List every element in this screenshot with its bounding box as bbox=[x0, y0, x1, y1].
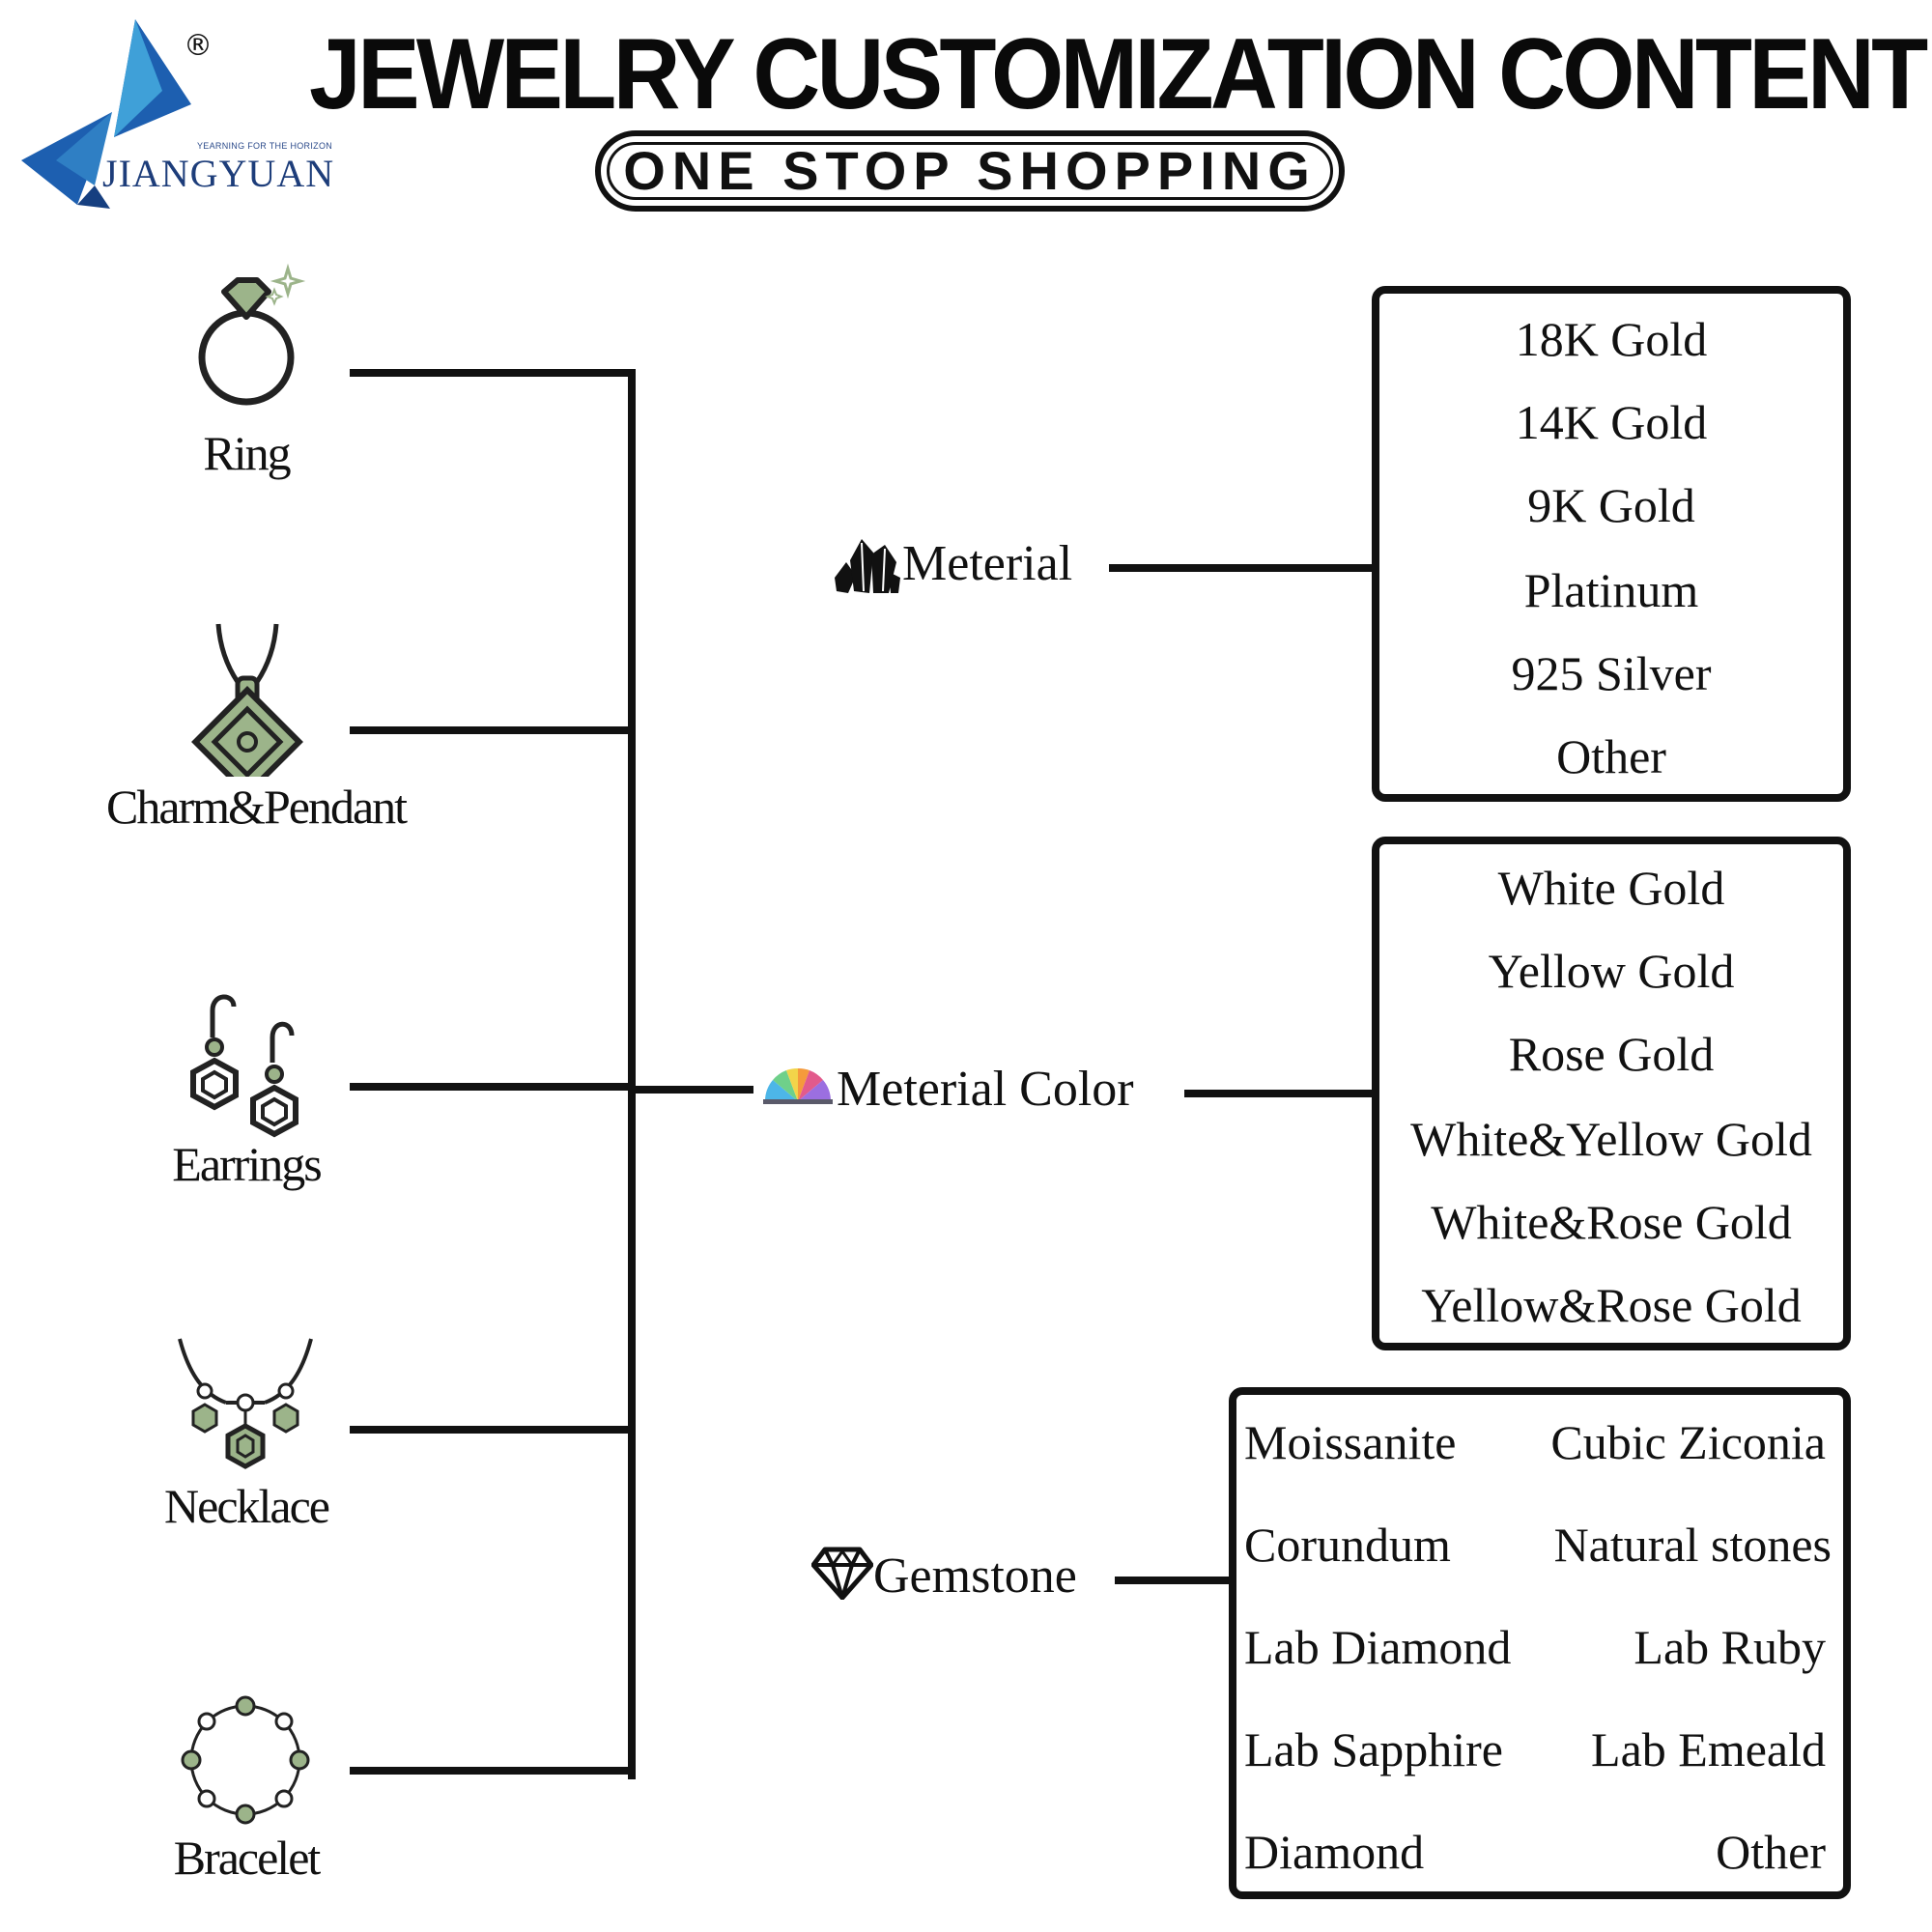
color-fan-icon bbox=[763, 1067, 833, 1104]
material-option: 925 Silver bbox=[1511, 646, 1712, 700]
item-label-ring: Ring bbox=[203, 426, 291, 480]
color-option: White&Rose Gold bbox=[1431, 1195, 1792, 1249]
gemstone-options-box: Moissanite Cubic Ziconia Corundum Natura… bbox=[1229, 1387, 1851, 1899]
gem-outline-icon bbox=[811, 1547, 873, 1600]
item-label-bracelet: Bracelet bbox=[173, 1831, 322, 1885]
category-label-material-color: Meterial Color bbox=[837, 1062, 1134, 1117]
earrings-icon bbox=[190, 994, 298, 1138]
material-option: 9K Gold bbox=[1527, 478, 1695, 532]
page-title: JEWELRY CUSTOMIZATION CONTENT bbox=[309, 18, 1928, 130]
color-option: White Gold bbox=[1497, 861, 1725, 915]
gemstone-option: Other bbox=[1716, 1825, 1826, 1879]
subtitle-pill bbox=[595, 130, 1345, 212]
crystal-cluster-icon bbox=[835, 539, 900, 593]
color-option: Yellow Gold bbox=[1488, 944, 1735, 998]
gemstone-option: Diamond bbox=[1244, 1825, 1425, 1879]
item-label-charm-pendant: Charm&Pendant bbox=[105, 780, 408, 834]
color-option: Yellow&Rose Gold bbox=[1421, 1278, 1802, 1332]
gemstone-option: Moissanite bbox=[1244, 1415, 1457, 1469]
gemstone-option: Lab Sapphire bbox=[1244, 1722, 1503, 1776]
page-subtitle: ONE STOP SHOPPING bbox=[623, 140, 1317, 201]
gemstone-option: Corundum bbox=[1244, 1518, 1451, 1572]
gemstone-option: Cubic Ziconia bbox=[1550, 1415, 1826, 1469]
gemstone-option: Lab Emeald bbox=[1591, 1722, 1826, 1776]
material-option: Other bbox=[1556, 729, 1666, 783]
bracelet-icon bbox=[181, 1695, 310, 1825]
category-label-gemstone: Gemstone bbox=[873, 1548, 1077, 1604]
gemstone-option: Lab Diamond bbox=[1244, 1620, 1512, 1674]
gemstone-option: Lab Ruby bbox=[1634, 1620, 1826, 1674]
category-label-material: Meterial bbox=[902, 536, 1073, 591]
gemstone-option: Natural stones bbox=[1553, 1518, 1832, 1572]
material-option: Platinum bbox=[1523, 563, 1699, 617]
material-option: 18K Gold bbox=[1515, 312, 1708, 366]
color-options-box: White Gold Yellow Gold Rose Gold White&Y… bbox=[1372, 837, 1851, 1350]
brand-name: JIANGYUAN bbox=[102, 152, 335, 195]
registered-mark: ® bbox=[184, 29, 213, 63]
item-label-earrings: Earrings bbox=[172, 1137, 322, 1191]
color-option: White&Yellow Gold bbox=[1410, 1112, 1812, 1166]
item-label-necklace: Necklace bbox=[164, 1479, 330, 1533]
necklace-icon bbox=[178, 1338, 313, 1469]
brand-tagline: YEARNING FOR THE HORIZON bbox=[197, 141, 333, 151]
ring-icon bbox=[198, 263, 306, 406]
pendant-icon bbox=[191, 623, 303, 777]
color-option: Rose Gold bbox=[1508, 1027, 1715, 1081]
material-option: 14K Gold bbox=[1515, 395, 1708, 449]
material-options-box: 18K Gold 14K Gold 9K Gold Platinum 925 S… bbox=[1372, 286, 1851, 802]
brand-logo bbox=[21, 19, 191, 209]
